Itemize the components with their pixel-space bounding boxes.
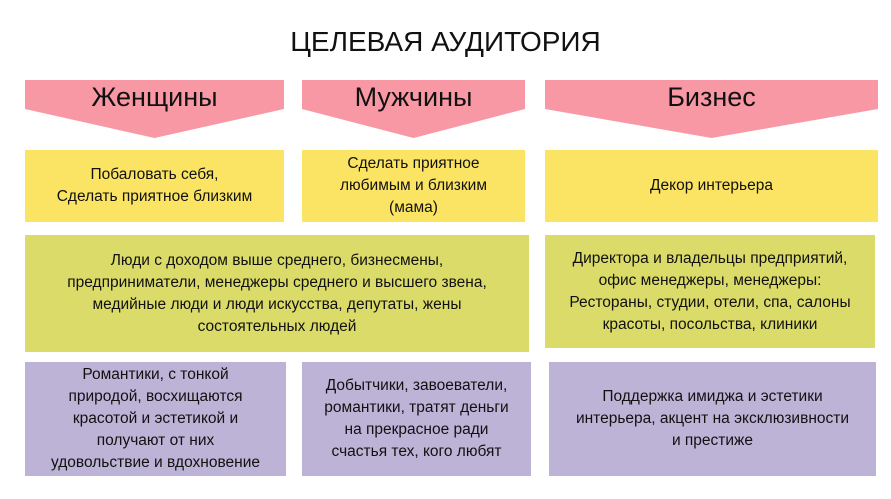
audience-business: Директора и владельцы предприятий, офис …: [545, 235, 875, 348]
header-men-label: Мужчины: [354, 82, 473, 112]
page-title: ЦЕЛЕВАЯ АУДИТОРИЯ: [290, 26, 601, 57]
header-women: Женщины: [25, 80, 284, 138]
header-men: Мужчины: [302, 80, 525, 138]
psychology-women: Романтики, с тонкой природой, восхищаютс…: [25, 362, 286, 476]
psychology-business: Поддержка имиджа и эстетики интерьера, а…: [549, 362, 876, 476]
audience-private: Люди с доходом выше среднего, бизнесмены…: [25, 235, 529, 352]
header-business: Бизнес: [545, 80, 878, 138]
psychology-men: Добытчики, завоеватели, романтики, тратя…: [302, 362, 531, 476]
motive-business: Декор интерьера: [545, 150, 878, 222]
header-business-label: Бизнес: [667, 82, 756, 112]
motive-women: Побаловать себя, Сделать приятное близки…: [25, 150, 284, 222]
motive-men: Сделать приятное любимым и близким (мама…: [302, 150, 525, 222]
header-women-label: Женщины: [91, 82, 218, 112]
